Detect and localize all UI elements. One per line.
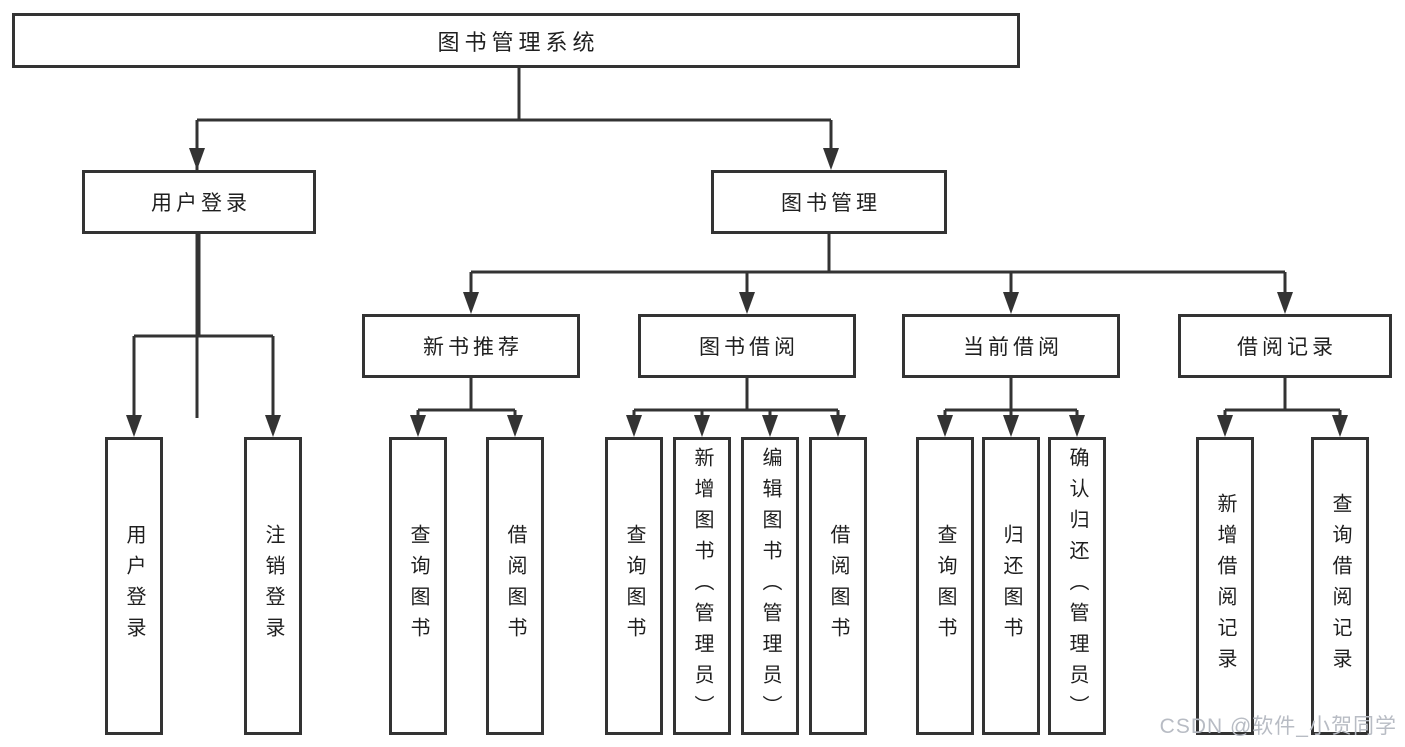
leaf-label: 确认归还（管理员） <box>1066 446 1088 726</box>
leaf-confirm-return-admin: 确认归还（管理员） <box>1048 437 1106 735</box>
leaf-label: 归还图书 <box>1000 524 1022 648</box>
node-book-borrow: 图书借阅 <box>638 314 856 378</box>
node-book-management: 图书管理 <box>711 170 947 234</box>
node-current-borrow: 当前借阅 <box>902 314 1120 378</box>
leaf-edit-book-admin: 编辑图书（管理员） <box>741 437 799 735</box>
node-root: 图书管理系统 <box>12 13 1020 68</box>
leaf-return-book: 归还图书 <box>982 437 1040 735</box>
leaf-user-login: 用户登录 <box>105 437 163 735</box>
node-borrow-record: 借阅记录 <box>1178 314 1392 378</box>
leaf-label: 查询借阅记录 <box>1329 493 1351 679</box>
node-label: 用户登录 <box>151 192 251 215</box>
node-label: 图书借阅 <box>699 336 799 359</box>
node-user-login: 用户登录 <box>82 170 316 234</box>
leaf-label: 注销登录 <box>262 524 284 648</box>
leaf-label: 新增借阅记录 <box>1214 493 1236 679</box>
leaf-label: 用户登录 <box>123 524 145 648</box>
leaf-borrow-book-borrow: 借阅图书 <box>809 437 867 735</box>
node-label: 图书管理系统 <box>437 29 600 55</box>
leaf-query-book-current: 查询图书 <box>916 437 974 735</box>
node-label: 新书推荐 <box>423 336 523 359</box>
leaf-logout: 注销登录 <box>244 437 302 735</box>
watermark: CSDN @软件_小贺同学 <box>1159 715 1397 738</box>
node-new-book-recommend: 新书推荐 <box>362 314 580 378</box>
leaf-label: 借阅图书 <box>504 524 526 648</box>
leaf-borrow-book-newrec: 借阅图书 <box>486 437 544 735</box>
leaf-add-borrow-record: 新增借阅记录 <box>1196 437 1254 735</box>
leaf-query-book-newrec: 查询图书 <box>389 437 447 735</box>
node-label: 当前借阅 <box>963 336 1063 359</box>
node-label: 图书管理 <box>781 192 881 215</box>
leaf-label: 查询图书 <box>623 524 645 648</box>
leaf-label: 编辑图书（管理员） <box>759 446 781 726</box>
leaf-add-book-admin: 新增图书（管理员） <box>673 437 731 735</box>
leaf-label: 查询图书 <box>407 524 429 648</box>
leaf-query-book-borrow: 查询图书 <box>605 437 663 735</box>
leaf-label: 新增图书（管理员） <box>691 446 713 726</box>
leaf-label: 借阅图书 <box>827 524 849 648</box>
node-label: 借阅记录 <box>1237 336 1337 359</box>
leaf-label: 查询图书 <box>934 524 956 648</box>
leaf-query-borrow-record: 查询借阅记录 <box>1311 437 1369 735</box>
